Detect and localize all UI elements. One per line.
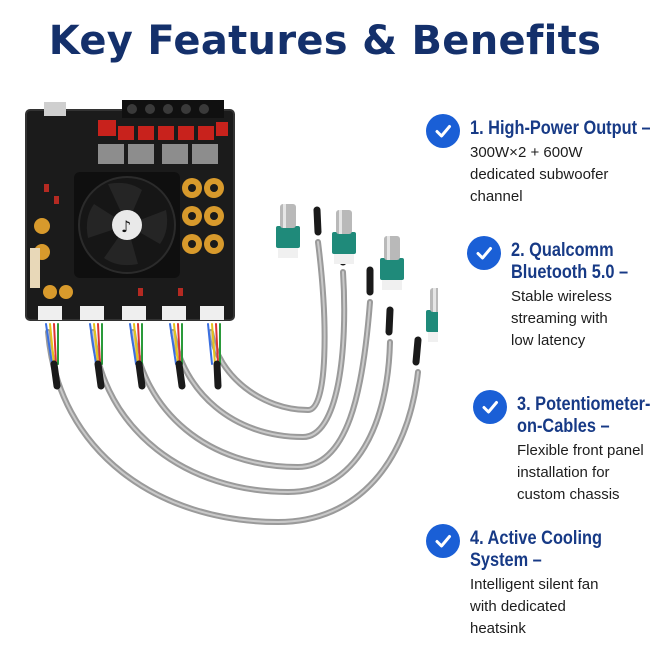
svg-text:♪: ♪ <box>121 217 131 236</box>
feature-4-description: Intelligent silent fan with dedicated he… <box>470 576 599 637</box>
checkmark-circle-icon <box>426 524 460 558</box>
feature-2-heading: 2. Qualcomm Bluetooth 5.0 – <box>511 240 629 283</box>
feature-3-heading: 3. Potentiometer- on-Cables – <box>517 394 650 437</box>
feature-4-heading: 4. Active Cooling System – <box>470 528 602 571</box>
feature-1-description: 300W×2 + 600W dedicated subwoofer channe… <box>470 144 609 205</box>
feature-2-description: Stable wireless streaming with low laten… <box>511 288 612 349</box>
page-title: Key Features & Benefits <box>48 18 602 64</box>
feature-3-description: Flexible front panel installation for cu… <box>517 442 644 503</box>
amplifier-board-image: ♪ <box>25 100 438 526</box>
checkmark-circle-icon <box>473 390 507 424</box>
checkmark-circle-icon <box>426 114 460 148</box>
feature-1-heading: 1. High-Power Output – <box>470 118 650 139</box>
checkmark-circle-icon <box>467 236 501 270</box>
